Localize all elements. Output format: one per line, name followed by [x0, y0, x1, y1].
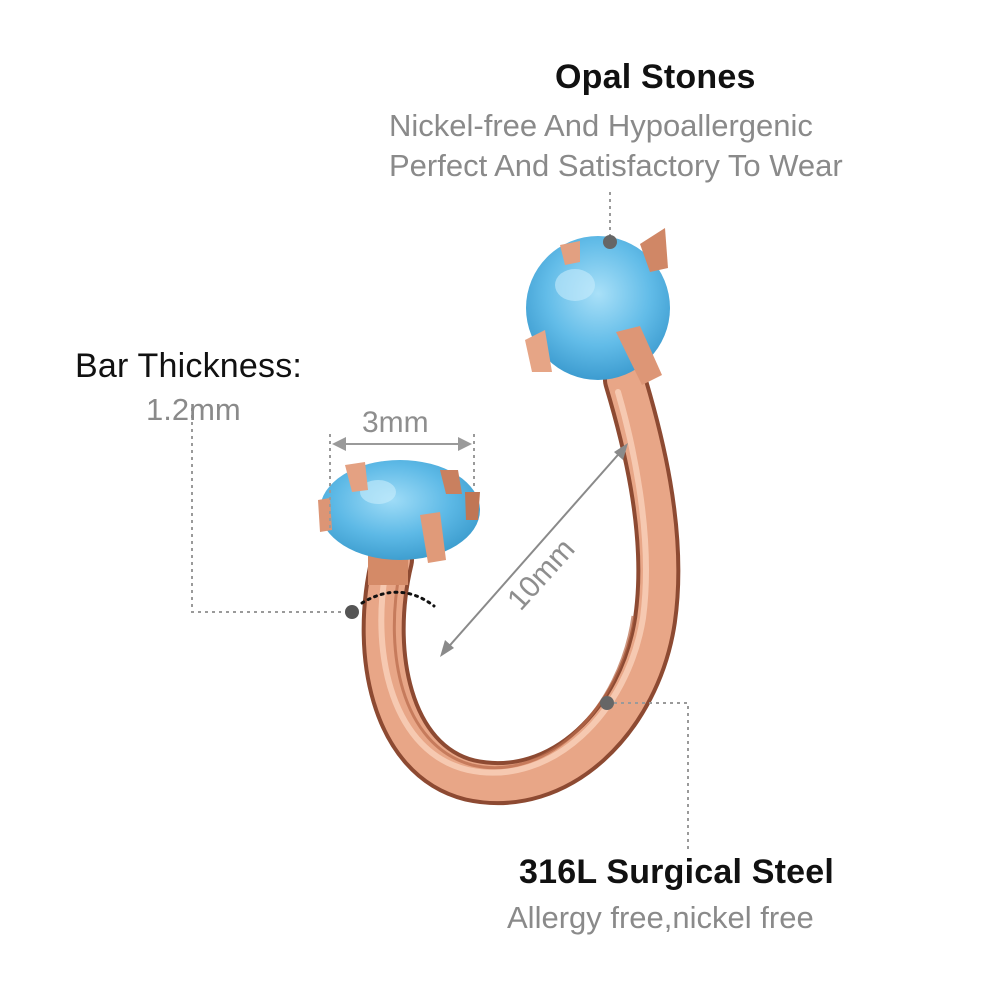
opal-feature-line-2: Perfect And Satisfactory To Wear	[389, 148, 843, 183]
opal-leader-line	[603, 192, 617, 249]
horseshoe-ring	[361, 358, 681, 806]
steel-title: 316L Surgical Steel	[519, 853, 834, 891]
right-opal-stone	[525, 228, 670, 385]
steel-subtitle: Allergy free,nickel free	[507, 900, 814, 935]
opal-stones-title: Opal Stones	[555, 58, 756, 96]
left-opal-stone	[318, 460, 480, 585]
ball-width-label: 3mm	[362, 406, 429, 439]
steel-leader-line	[600, 696, 689, 850]
bar-thickness-marker	[191, 408, 436, 619]
bar-thickness-value: 1.2mm	[146, 392, 241, 427]
opal-feature-line-1: Nickel-free And Hypoallergenic	[389, 108, 813, 143]
bar-length-dimension	[440, 443, 628, 657]
ball-width-dimension	[329, 434, 475, 530]
bar-thickness-title: Bar Thickness:	[75, 347, 303, 385]
